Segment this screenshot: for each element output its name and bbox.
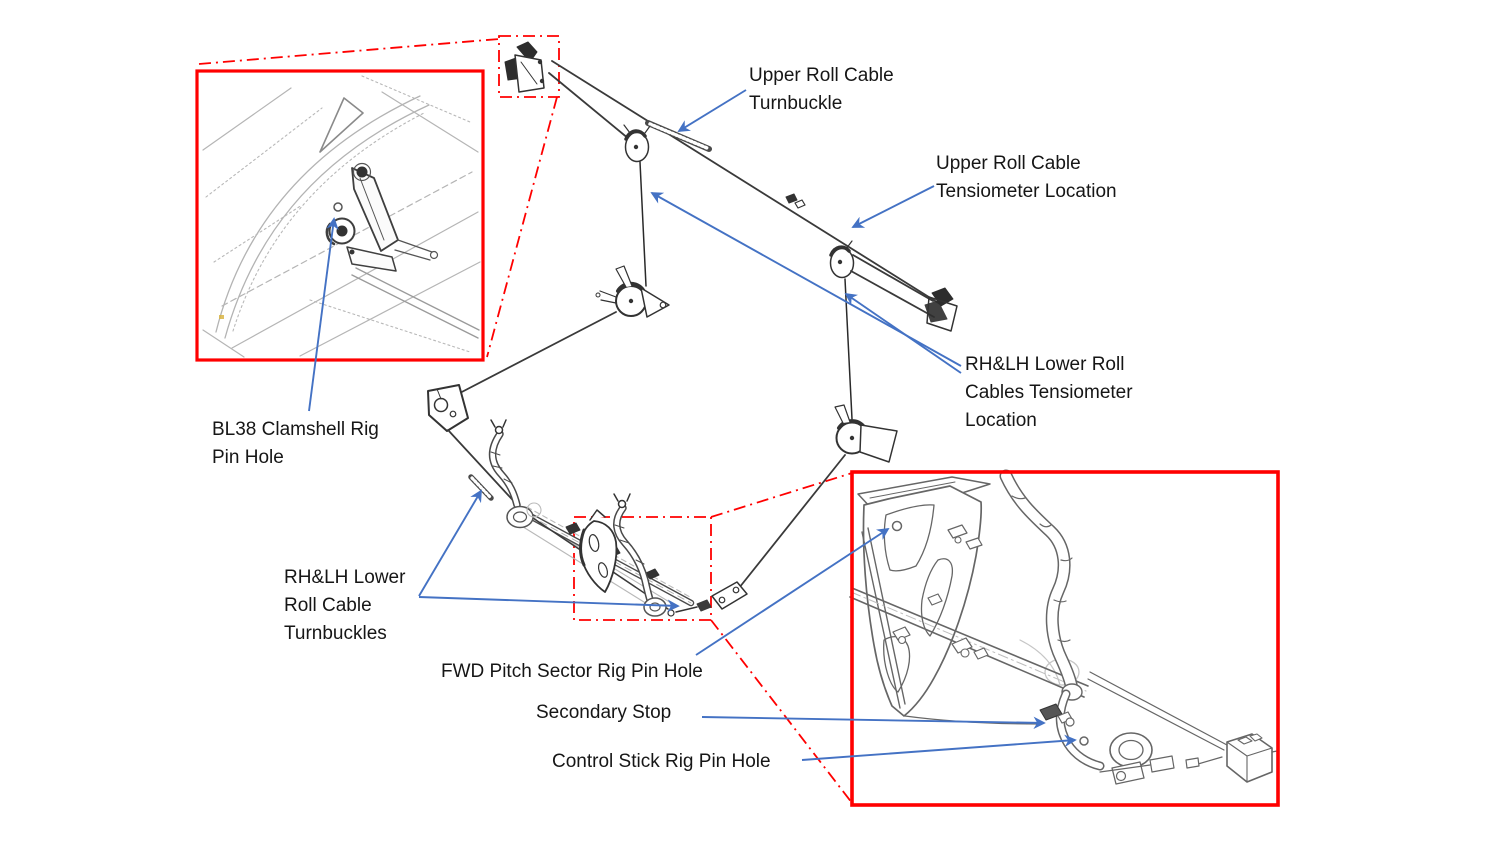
arrow-secondary-stop bbox=[701, 716, 1046, 729]
arrow-turnbuckles-left bbox=[418, 489, 482, 597]
red-callout-geometry bbox=[195, 35, 1280, 807]
control-stick-tube bbox=[999, 469, 1079, 697]
label-control-stick-rig-pin-hole: Control Stick Rig Pin Hole bbox=[552, 751, 771, 772]
label-rhlh-lower-roll-cable-turnbuckles: RH&LH Lower Roll Cable Turnbuckles bbox=[284, 567, 406, 644]
left-pulley bbox=[623, 124, 651, 163]
right-bellcrank-cluster bbox=[924, 287, 958, 332]
callout-connector-line bbox=[710, 619, 853, 804]
arrow-turnbuckles-right bbox=[418, 596, 680, 612]
inset-border-bl38 bbox=[195, 69, 485, 362]
callout-connector-line bbox=[710, 472, 853, 518]
arrow-control-stick-rig-pin bbox=[801, 734, 1077, 761]
upper-clamshell-bellcrank bbox=[504, 41, 545, 93]
inset-bl38-detail-drawing bbox=[202, 75, 481, 358]
label-fwd-pitch-sector-rig-pin-hole: FWD Pitch Sector Rig Pin Hole bbox=[441, 661, 703, 682]
upper-roll-cable-turnbuckle-hardware bbox=[645, 120, 712, 152]
secondary-stop-hardware bbox=[1039, 703, 1075, 727]
label-upper-roll-cable-tensiometer: Upper Roll Cable Tensiometer Location bbox=[936, 153, 1117, 202]
right-pulley bbox=[829, 240, 855, 279]
arrow-upper-turnbuckle bbox=[677, 89, 747, 132]
lower-roll-cable-turnbuckle-left bbox=[468, 474, 494, 501]
callout-connector-line bbox=[486, 96, 558, 358]
right-sector-pulley bbox=[834, 404, 898, 463]
connector-plug bbox=[1226, 733, 1278, 783]
label-bl38-clamshell-rig-pin-hole: BL38 Clamshell Rig Pin Hole bbox=[212, 419, 379, 468]
label-upper-roll-cable-turnbuckle: Upper Roll Cable Turnbuckle bbox=[749, 65, 894, 114]
label-rhlh-lower-roll-cables-tensiometer: RH&LH Lower Roll Cables Tensiometer Loca… bbox=[965, 354, 1133, 431]
fwd-pitch-sector-rig-pin-hole bbox=[891, 520, 903, 532]
arrow-lower-tensiometer-right bbox=[844, 292, 962, 374]
fwd-pitch-sector bbox=[579, 509, 618, 593]
upper-roll-cable bbox=[551, 60, 941, 305]
lower-control-assembly bbox=[488, 419, 695, 617]
callout-source-box-clamshell bbox=[498, 35, 560, 98]
callout-arrows bbox=[308, 89, 1077, 761]
main-rigging-drawing bbox=[427, 41, 958, 617]
bl38-bellcrank bbox=[325, 162, 439, 272]
bl38-rig-pin-hole bbox=[333, 202, 343, 212]
bellcrank-plate bbox=[427, 384, 469, 432]
control-stick-rig-pin-hole bbox=[1079, 736, 1089, 746]
arrow-fwd-pitch-rig-pin bbox=[695, 527, 890, 656]
label-secondary-stop: Secondary Stop bbox=[536, 702, 672, 723]
arrow-bl38-rig-pin bbox=[308, 217, 339, 412]
lower-roll-cable-turnbuckle-right bbox=[667, 581, 748, 617]
arrow-upper-tensiometer bbox=[851, 185, 935, 228]
inset-control-stick-detail-drawing bbox=[849, 469, 1278, 785]
callout-connector-line bbox=[198, 38, 500, 65]
left-sector-pulley bbox=[595, 265, 670, 318]
inset-border-control-stick bbox=[850, 470, 1280, 807]
